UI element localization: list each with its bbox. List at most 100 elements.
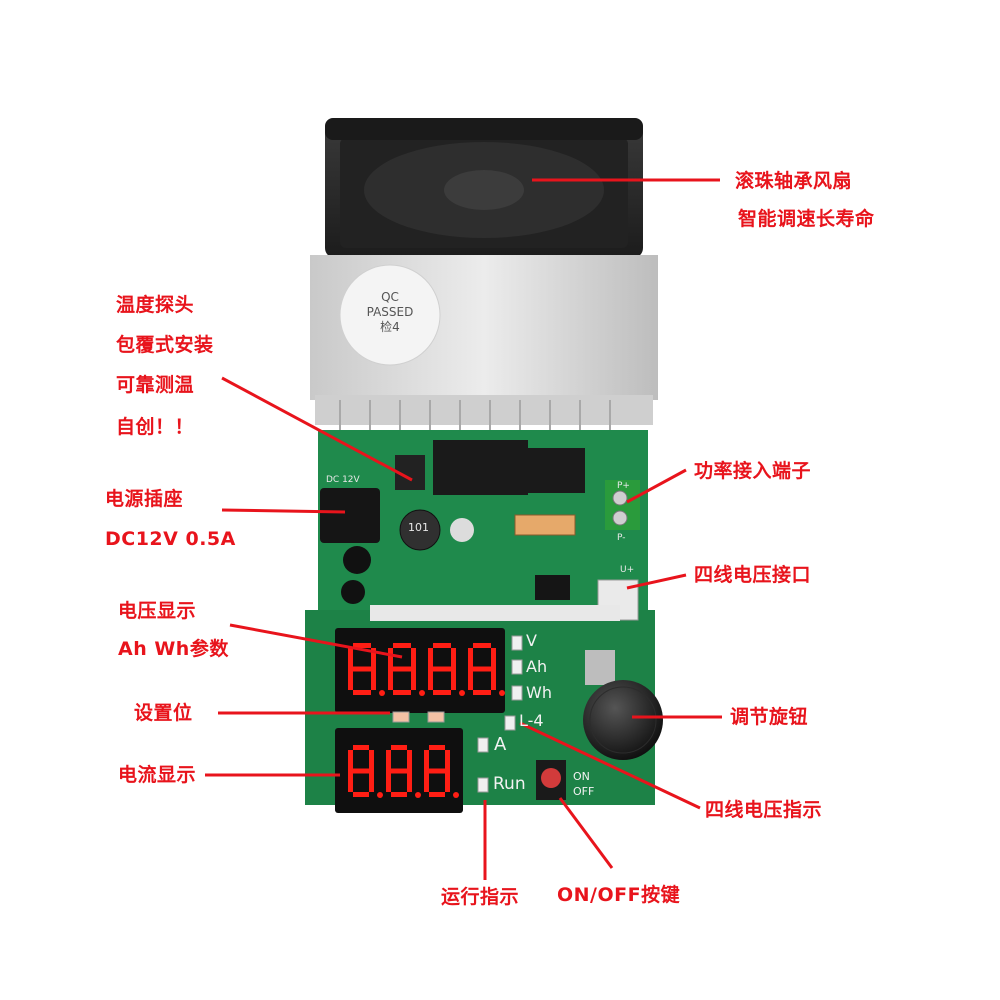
indicator-l4-label: L-4: [519, 711, 544, 730]
setting-bit-label: 设置位: [134, 702, 193, 724]
voltage-digit-decimal-point: [379, 690, 385, 696]
current-digit-segment: [391, 745, 407, 750]
fan-label-2: 智能调速长寿命: [738, 208, 875, 230]
voltage-digit-segment: [353, 666, 371, 672]
voltage-digit-decimal-point: [499, 690, 505, 696]
probe-label-1: 温度探头: [116, 294, 195, 316]
indicator-a-label: A: [494, 734, 507, 755]
port-u-minus: U-: [620, 611, 630, 621]
current-digit-segment: [386, 771, 391, 792]
current-digit-segment: [353, 792, 369, 797]
voltage-digit-segment: [348, 669, 353, 690]
voltage-digit-segment: [451, 669, 456, 690]
power-socket-label-1: 电源插座: [105, 488, 184, 510]
current-digit-segment: [424, 750, 429, 771]
voltage-digit-segment: [468, 648, 473, 669]
fan-label-1: 滚珠轴承风扇: [735, 170, 853, 192]
voltage-digits: [348, 643, 505, 696]
power-socket-label-2: DC12V 0.5A: [105, 528, 236, 550]
run-indicator-label: 运行指示: [441, 886, 520, 908]
annotation-lines: [205, 178, 722, 880]
qc-line: QC: [381, 290, 399, 304]
voltage-digit-segment: [451, 648, 456, 669]
adjust-knob: [583, 650, 663, 760]
current-digit-segment: [391, 768, 407, 774]
qc-sticker-text: QC PASSED 检4: [360, 290, 420, 335]
current-digit-segment: [407, 771, 412, 792]
terminal-p-plus: P+: [617, 481, 630, 491]
indicator-wh-label: Wh: [526, 683, 552, 702]
fan: [325, 118, 643, 258]
port-u-plus: U+: [620, 565, 635, 575]
dc-jack-silk: DC 12V: [326, 475, 360, 485]
check-line: 检4: [380, 320, 400, 334]
current-digit-segment: [429, 792, 445, 797]
heatsink: [310, 255, 658, 440]
current-digit-segment: [429, 745, 445, 750]
voltage-digit-segment: [491, 669, 496, 690]
current-digit-segment: [391, 792, 407, 797]
voltage-digit-segment: [411, 648, 416, 669]
knob-label: 调节旋钮: [730, 706, 809, 728]
voltage-digit-segment: [473, 643, 491, 648]
probe-label-3: 可靠测温: [116, 374, 195, 396]
current-digit-segment: [407, 750, 412, 771]
current-digit-segment: [424, 771, 429, 792]
voltage-digit-segment: [411, 669, 416, 690]
voltage-digit-decimal-point: [459, 690, 465, 696]
current-digit-segment: [348, 771, 353, 792]
voltage-digit-segment: [491, 648, 496, 669]
voltage-digit-segment: [433, 690, 451, 695]
current-digit-segment: [369, 750, 374, 771]
probe-label-4: 自创！！: [116, 416, 195, 438]
voltage-digit-segment: [428, 648, 433, 669]
four-wire-port-label: 四线电压接口: [694, 564, 812, 586]
current-digit-segment: [386, 750, 391, 771]
onoff-silk-on: ON: [573, 770, 590, 783]
indicator-v-label: V: [526, 631, 537, 650]
onoff-silk-off: OFF: [573, 785, 595, 798]
terminal-p-minus: P-: [617, 533, 626, 543]
current-digit-segment: [445, 771, 450, 792]
voltage-digit-segment: [371, 648, 376, 669]
current-digits: [348, 745, 459, 798]
onoff-button: [536, 760, 566, 800]
current-digit-decimal-point: [453, 792, 459, 798]
voltage-digit-segment: [388, 669, 393, 690]
onoff-key-label: ON/OFF按键: [557, 884, 681, 906]
current-digit-segment: [369, 771, 374, 792]
voltage-digit-segment: [433, 643, 451, 648]
voltage-digit-decimal-point: [419, 690, 425, 696]
voltage-digit-segment: [468, 669, 473, 690]
four-wire-indicator-label: 四线电压指示: [705, 799, 823, 821]
voltage-digit-segment: [393, 666, 411, 672]
voltage-display-label-2: Ah Wh参数: [118, 638, 229, 660]
power-terminal-label: 功率接入端子: [694, 460, 812, 482]
voltage-digit-segment: [393, 643, 411, 648]
indicator-run-label: Run: [493, 774, 526, 794]
voltage-digit-segment: [393, 690, 411, 695]
current-display-label: 电流显示: [118, 764, 197, 786]
indicator-ah-label: Ah: [526, 657, 548, 676]
current-digit-segment: [348, 750, 353, 771]
current-digit-segment: [429, 768, 445, 774]
voltage-digit-segment: [353, 690, 371, 695]
voltage-digit-segment: [353, 643, 371, 648]
voltage-digit-segment: [473, 690, 491, 695]
current-digit-decimal-point: [415, 792, 421, 798]
voltage-digit-segment: [388, 648, 393, 669]
voltage-digit-segment: [348, 648, 353, 669]
current-digit-segment: [353, 768, 369, 774]
voltage-digit-segment: [371, 669, 376, 690]
voltage-digit-segment: [433, 666, 451, 672]
voltage-digit-segment: [473, 666, 491, 672]
indicator-leds: [392, 635, 523, 793]
voltage-digit-segment: [428, 669, 433, 690]
voltage-display-label-1: 电压显示: [118, 600, 197, 622]
passed-line: PASSED: [366, 305, 414, 319]
current-digit-decimal-point: [377, 792, 383, 798]
inductor-label: 101: [408, 521, 429, 534]
current-digit-segment: [353, 745, 369, 750]
probe-label-2: 包覆式安装: [116, 334, 214, 356]
